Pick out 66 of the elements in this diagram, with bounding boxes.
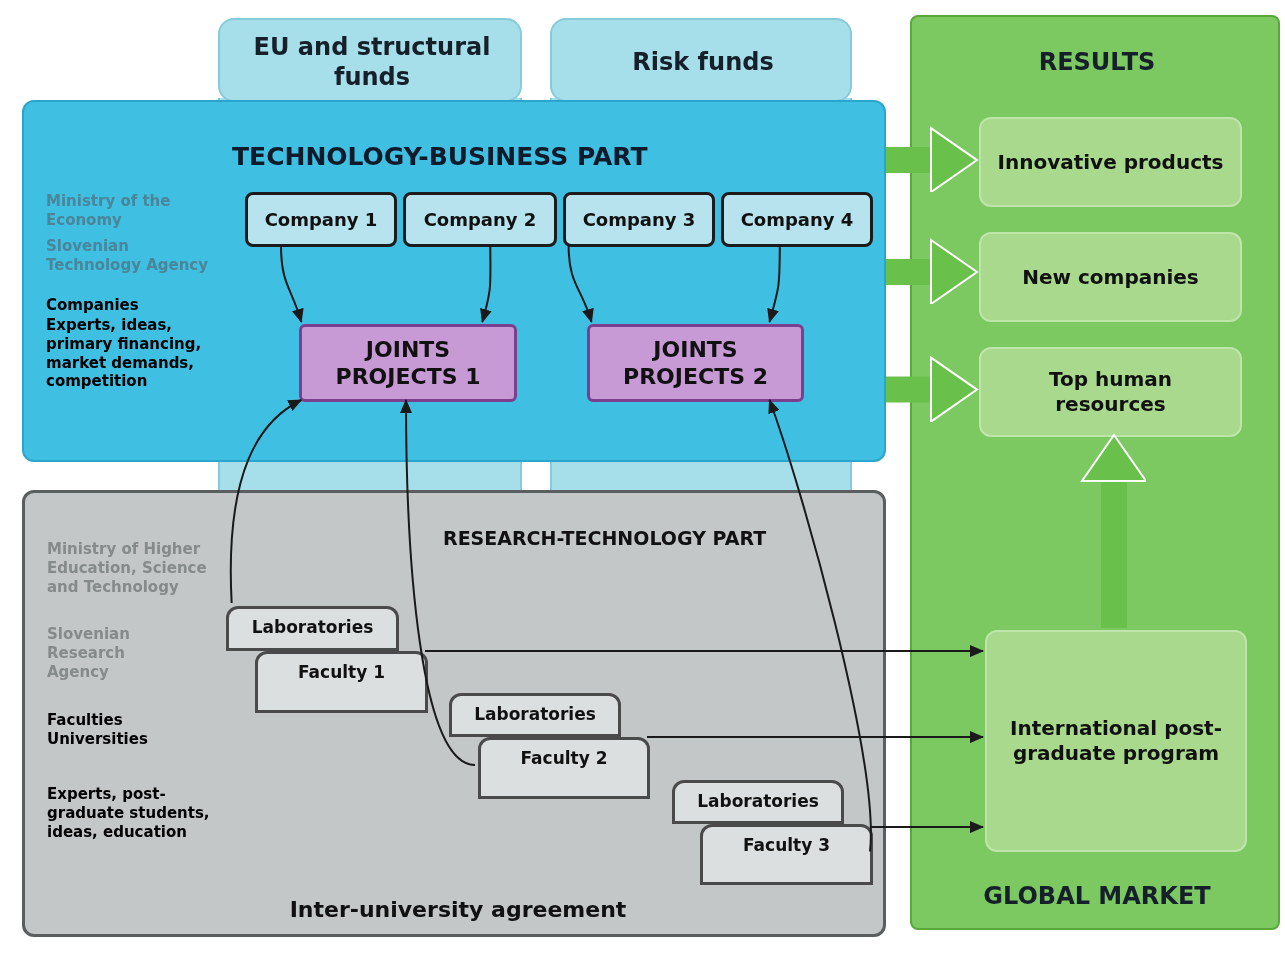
side-heading: Faculties Universities [47,711,149,749]
side-description: Experts, ideas, primary financing, market demands, competition [46,316,203,391]
result-box [985,630,1247,852]
agency-label: Slovenian Technology Agency [46,237,210,275]
block-arrow [886,356,978,423]
results-panel [910,15,1280,930]
node-label: Laboratories [251,617,374,637]
block-arrow [886,127,978,194]
node-label: Faculty 1 [297,662,386,682]
unit-box [672,780,844,824]
arrow [767,244,781,323]
panel-footer: Inter-university agreement [243,893,673,926]
node-label: International post-graduate program [1009,716,1223,766]
node-label: Laboratories [474,704,596,724]
unit-box [700,824,873,885]
funding-band [218,18,522,102]
band-title: Risk funds [631,47,775,78]
panel-title: TECHNOLOGY-BUSINESS PART [232,141,649,173]
arrow [424,645,984,658]
company-box [721,192,873,247]
company-box [403,192,557,247]
block-arrow [1081,434,1147,628]
node-label: JOINTS PROJECTS 1 [334,335,482,391]
result-box [979,117,1242,207]
arrow [229,399,303,604]
panel-title: RESULTS [1037,47,1157,78]
funding-band [550,18,852,102]
arrow [480,244,492,323]
arrow [646,731,984,744]
node-label: Innovative products [997,149,1224,175]
node-label: Company 3 [582,208,696,232]
unit-box [478,737,650,799]
result-box [979,232,1242,322]
company-box [245,192,397,247]
panel-footer: GLOBAL MARKET [912,878,1282,914]
node-label: Company 1 [264,208,378,232]
research-technology-panel [22,490,886,937]
node-label: Faculty 2 [520,748,608,768]
node-label: Company 2 [423,208,537,232]
node-label: Faculty 3 [742,835,831,855]
result-box [979,347,1242,437]
node-label: Company 4 [740,208,854,232]
company-box [563,192,715,247]
arrow [768,399,872,853]
band-title: EU and structural funds [252,32,492,93]
project-box [299,324,517,402]
block-arrow [886,238,978,305]
node-label: JOINTS PROJECTS 2 [622,335,769,391]
arrow [869,821,984,834]
arrow [280,244,304,323]
ministry-label: Ministry of the Economy [46,192,172,230]
side-heading: Companies [46,296,140,315]
node-label: New companies [1022,264,1199,290]
node-label: Laboratories [697,791,819,811]
panel-title: RESEARCH-TECHNOLOGY PART [443,526,768,551]
side-description: Experts, post-graduate students, ideas, education [47,785,211,842]
project-box [587,324,804,402]
agency-label: Slovenian Research Agency [47,625,131,682]
arrow [567,244,594,323]
ministry-label: Ministry of Higher Education, Science and Technology [47,540,208,597]
technology-business-panel [22,100,886,462]
unit-box [449,693,621,737]
unit-box [255,651,428,713]
node-label: Top human resources [1047,367,1174,417]
arrow [400,399,476,766]
unit-box [226,606,399,651]
